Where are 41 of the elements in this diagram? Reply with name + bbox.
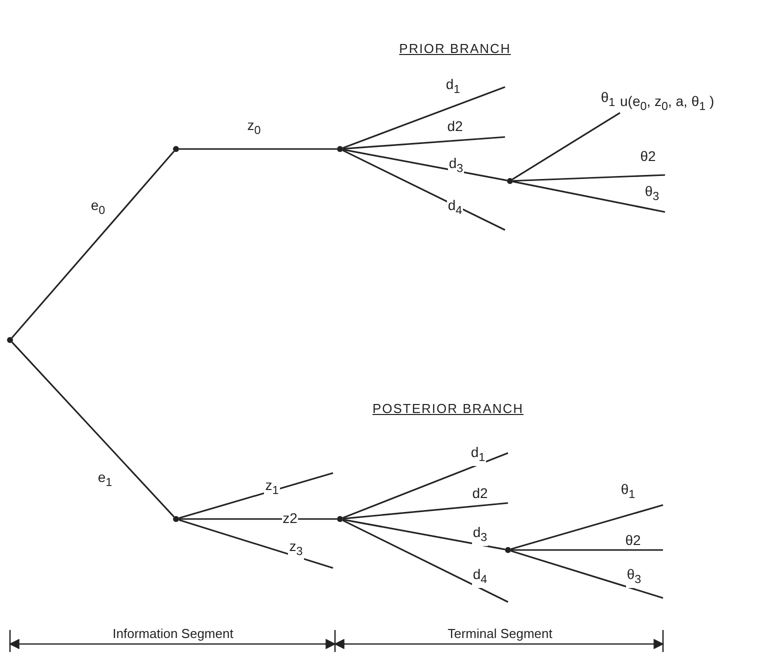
branch-line [511, 549, 663, 551]
section-heading: POSTERIOR BRANCH [372, 401, 524, 417]
chance-node-dot [173, 516, 179, 522]
edge-label: θ2 [624, 532, 642, 548]
branch-line [342, 518, 506, 550]
segment-label: Information Segment [110, 626, 236, 642]
branch-line [512, 180, 666, 213]
branch-line [342, 520, 508, 603]
branch-line [179, 148, 337, 150]
branch-line [512, 174, 666, 182]
edge-label: d$_{1}$ [470, 444, 486, 466]
branch-line [342, 136, 506, 150]
branch-line [342, 86, 506, 149]
branch-line [342, 150, 506, 231]
branch-line [11, 150, 175, 338]
chance-node-dot [507, 178, 513, 184]
chance-node-dot [337, 146, 343, 152]
chance-node-dot [7, 337, 13, 343]
edge-label: d$_{4}$ [472, 566, 488, 588]
edge-label: d$_{3}$ [472, 524, 488, 546]
section-heading: PRIOR BRANCH [399, 41, 511, 57]
branch-line [510, 504, 664, 550]
branch-line [510, 550, 664, 599]
branch-line [342, 502, 508, 520]
edge-label: d2 [471, 485, 489, 501]
edge-label: z2 [282, 510, 298, 526]
edge-label: θ$_{3}$ [626, 566, 642, 588]
branch-line [512, 112, 620, 180]
branch-line [342, 452, 508, 519]
payoff-label: u(e$_{0}$, z$_{0}$, a, θ$_{1}$ ) [620, 91, 714, 117]
chance-node-dot [337, 516, 343, 522]
branch-line [11, 342, 175, 518]
branch-line [342, 148, 508, 182]
segment-label: Terminal Segment [446, 626, 554, 642]
edge-label: d2 [446, 118, 464, 134]
branch-line [178, 472, 334, 519]
chance-node-dot [173, 146, 179, 152]
branch-line [179, 518, 337, 520]
branch-line [178, 519, 334, 569]
edge-label: θ2 [639, 148, 657, 164]
chance-node-dot [505, 547, 511, 553]
